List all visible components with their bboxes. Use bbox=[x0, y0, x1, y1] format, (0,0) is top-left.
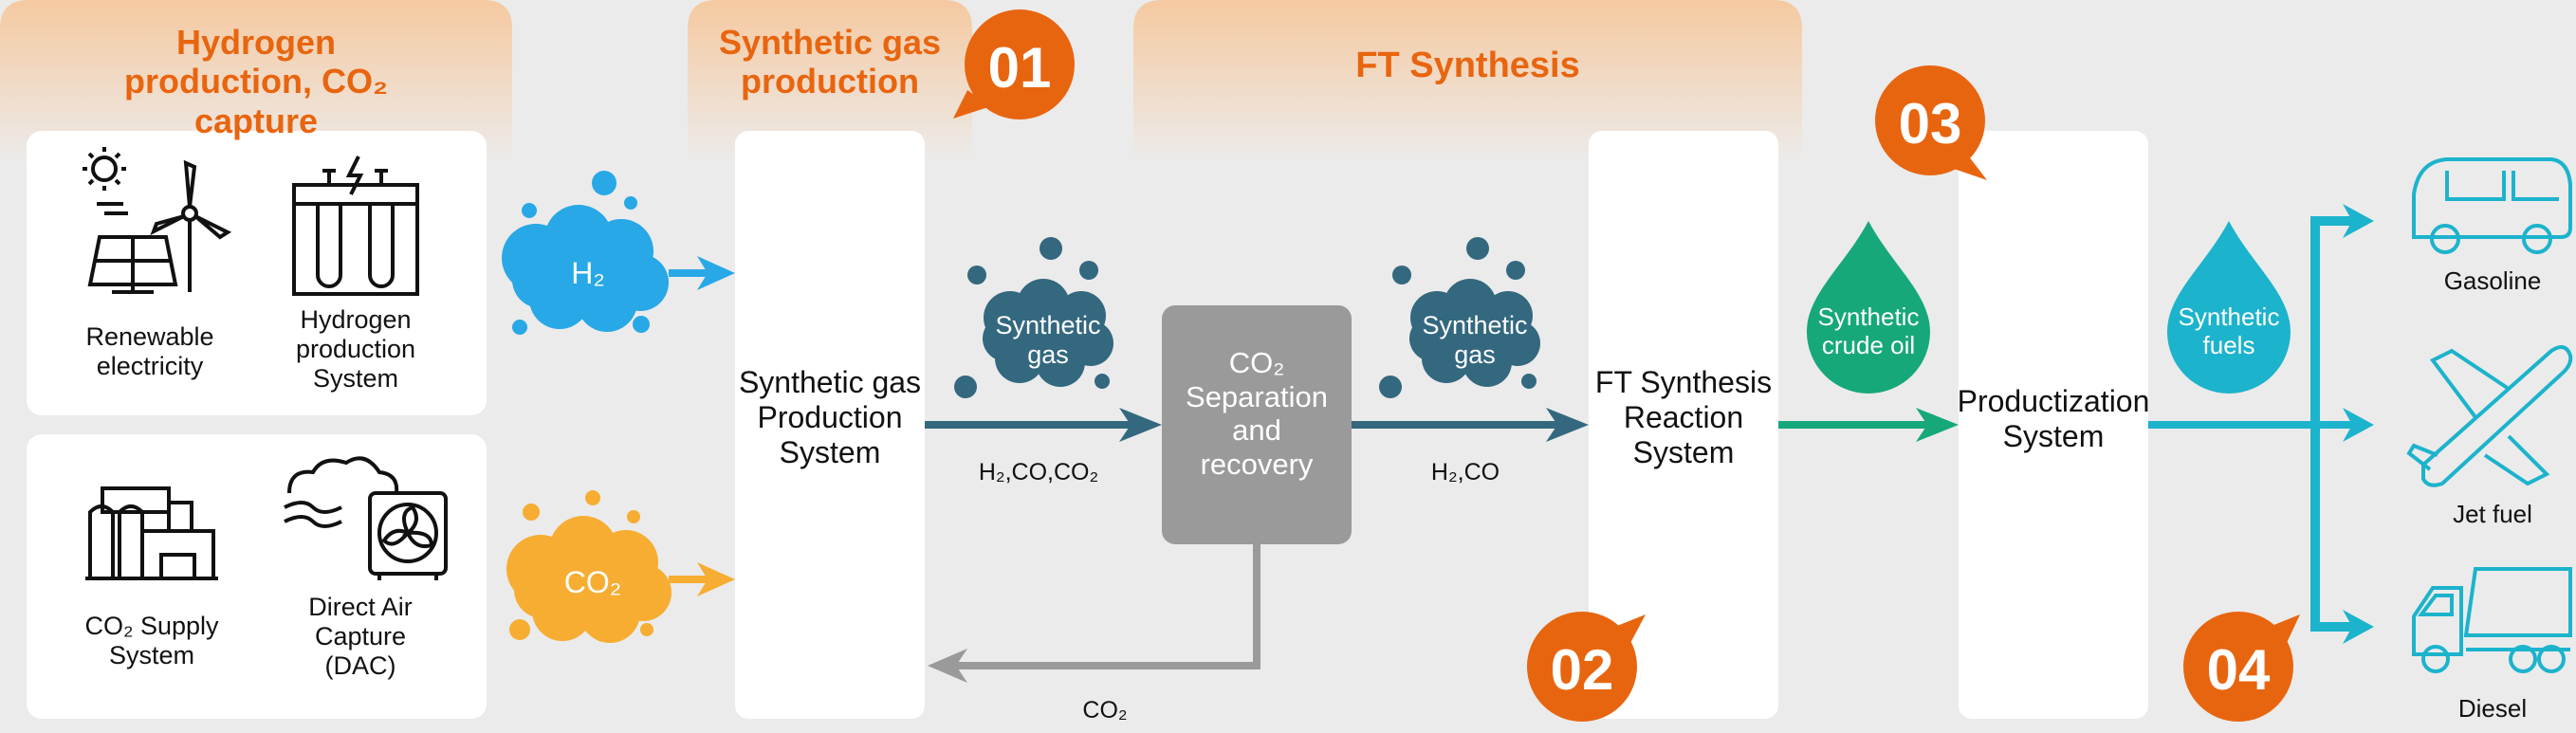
gasoline-label: Gasoline bbox=[2443, 266, 2542, 295]
co2-arrow bbox=[669, 562, 735, 596]
flow-label-h2-co: H₂,CO bbox=[1430, 459, 1500, 486]
section-tab-syngas bbox=[688, 0, 972, 166]
fuels-drop-label: Synthetic fuels bbox=[2178, 302, 2280, 359]
section-tab-ft bbox=[1133, 0, 1802, 166]
co2-supply-label: CO₂ Supply System bbox=[84, 612, 219, 670]
syngas-cloud-1-label: Synthetic gas bbox=[995, 311, 1101, 370]
co2-label: CO₂ bbox=[563, 565, 622, 599]
syngas-cloud-1 bbox=[954, 237, 1113, 398]
syngas-arrow-1 bbox=[925, 408, 1162, 442]
section-tab-hydrogen bbox=[0, 0, 512, 166]
co2-separation-box bbox=[1162, 305, 1352, 544]
flow-label-co2-return: CO₂ bbox=[1082, 697, 1128, 724]
fuels-distribution-arrows bbox=[2148, 204, 2374, 644]
hydrogen-system-label: Hydrogen production System bbox=[295, 305, 416, 394]
crude-oil-drop bbox=[1807, 221, 1930, 394]
dac-label: Direct Air Capture (DAC) bbox=[308, 593, 413, 681]
direct-air-capture-icon bbox=[284, 456, 448, 580]
gasoline-car-icon bbox=[2412, 157, 2572, 254]
badge-04: 04 bbox=[2206, 638, 2271, 702]
co2-separation-label: CO₂ Separation and recovery bbox=[1186, 346, 1328, 481]
syngas-arrow-2 bbox=[1352, 408, 1589, 442]
fuels-drop bbox=[2167, 221, 2291, 394]
syngas-production-panel bbox=[735, 131, 925, 719]
h2-arrow bbox=[669, 256, 735, 290]
co2-supply-icon bbox=[85, 486, 218, 580]
jet-fuel-label: Jet fuel bbox=[2453, 500, 2532, 528]
diesel-label: Diesel bbox=[2457, 694, 2528, 723]
hydrogen-system-icon bbox=[292, 156, 419, 296]
badge-02-shape bbox=[1527, 612, 1646, 722]
co2-cloud bbox=[506, 490, 672, 643]
syngas-cloud-2 bbox=[1379, 237, 1540, 398]
section-title-ft-synthesis: FT Synthesis bbox=[1355, 46, 1580, 85]
ft-reaction-panel bbox=[1589, 131, 1778, 719]
h2-label: H₂ bbox=[571, 256, 605, 290]
jet-fuel-plane-icon bbox=[2406, 345, 2573, 487]
badge-01: 01 bbox=[987, 36, 1052, 100]
section-title-synthetic-gas: Synthetic gas production bbox=[718, 23, 942, 101]
ft-reaction-system-label: FT Synthesis Reaction System bbox=[1594, 365, 1773, 469]
badge-02: 02 bbox=[1550, 638, 1614, 702]
productization-panel bbox=[1959, 131, 2148, 719]
badge-04-shape bbox=[2183, 612, 2300, 722]
productization-system-label: Productization System bbox=[1957, 384, 2150, 453]
syngas-cloud-2-label: Synthetic gas bbox=[1422, 311, 1528, 370]
diesel-truck-icon bbox=[2412, 567, 2572, 673]
badge-03-shape bbox=[1875, 65, 1987, 180]
h2-cloud bbox=[502, 171, 669, 335]
renewable-electricity-label: Renewable electricity bbox=[85, 322, 214, 381]
co2-return-arrow bbox=[928, 544, 1260, 683]
badge-01-shape bbox=[953, 9, 1075, 119]
section-title-hydrogen-co2: Hydrogen production, CO₂ capture bbox=[124, 23, 388, 140]
badge-03: 03 bbox=[1898, 92, 1962, 156]
flow-label-h2-co-co2: H₂,CO,CO₂ bbox=[978, 459, 1099, 486]
crude-oil-arrow bbox=[1778, 408, 1959, 442]
renewable-electricity-icon bbox=[83, 147, 232, 294]
syngas-production-system-label: Synthetic gas Production System bbox=[738, 365, 922, 469]
crude-oil-drop-label: Synthetic crude oil bbox=[1817, 302, 1920, 359]
